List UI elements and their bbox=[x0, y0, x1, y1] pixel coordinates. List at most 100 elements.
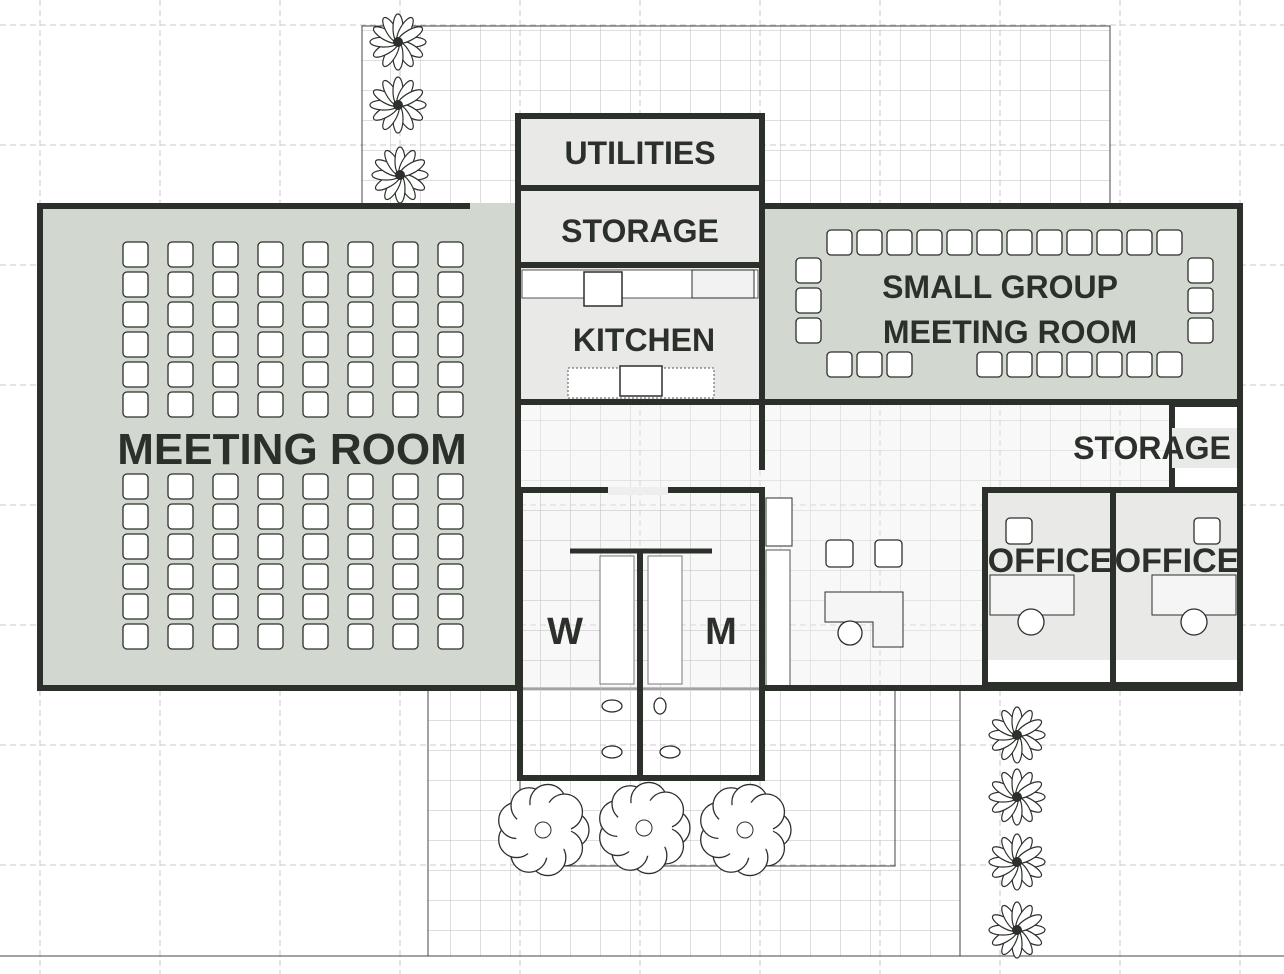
office-right-chair bbox=[1193, 517, 1221, 545]
chair bbox=[795, 287, 822, 314]
chair bbox=[392, 473, 419, 500]
chair bbox=[122, 473, 149, 500]
chair bbox=[302, 623, 329, 650]
chair bbox=[167, 271, 194, 298]
plant-icon bbox=[988, 768, 1046, 826]
chair bbox=[976, 229, 1003, 256]
chair bbox=[122, 563, 149, 590]
chair bbox=[212, 361, 239, 388]
mens-restroom-label: M bbox=[705, 611, 737, 653]
chair bbox=[437, 271, 464, 298]
meeting-room-label: MEETING ROOM bbox=[117, 425, 467, 474]
chair bbox=[1096, 351, 1123, 378]
reception-chair bbox=[837, 620, 863, 646]
chair bbox=[392, 503, 419, 530]
office-right-task-chair bbox=[1180, 608, 1208, 636]
plant-icon bbox=[988, 706, 1046, 764]
chair bbox=[167, 241, 194, 268]
chair bbox=[167, 533, 194, 560]
chair bbox=[122, 391, 149, 418]
chair bbox=[1187, 257, 1214, 284]
chair bbox=[347, 623, 374, 650]
chair bbox=[1066, 351, 1093, 378]
chair bbox=[122, 623, 149, 650]
chair bbox=[347, 563, 374, 590]
toilet-icon bbox=[601, 745, 623, 759]
chair bbox=[347, 241, 374, 268]
restroom-sink-counter bbox=[599, 555, 635, 685]
office-left-chair bbox=[1005, 517, 1033, 545]
chair bbox=[856, 351, 883, 378]
restroom-sink-counter bbox=[647, 555, 683, 685]
tree-icon bbox=[700, 783, 792, 877]
tree-icon bbox=[599, 781, 691, 875]
office-left-desk bbox=[989, 574, 1075, 616]
chair bbox=[437, 623, 464, 650]
lobby-chair bbox=[874, 539, 903, 568]
chair bbox=[886, 351, 913, 378]
chair bbox=[302, 271, 329, 298]
chair bbox=[1187, 287, 1214, 314]
chair bbox=[392, 391, 419, 418]
chair bbox=[392, 271, 419, 298]
chair bbox=[392, 241, 419, 268]
chair bbox=[122, 301, 149, 328]
chair bbox=[347, 331, 374, 358]
chair bbox=[257, 563, 284, 590]
chair bbox=[302, 391, 329, 418]
chair bbox=[257, 593, 284, 620]
small-group-label-line2: MEETING ROOM bbox=[883, 314, 1137, 350]
chair bbox=[257, 331, 284, 358]
lobby-chair bbox=[825, 539, 854, 568]
chair bbox=[212, 241, 239, 268]
chair bbox=[437, 331, 464, 358]
office-left-label: OFFICE bbox=[988, 542, 1113, 580]
chair bbox=[886, 229, 913, 256]
chair bbox=[347, 361, 374, 388]
chair bbox=[212, 623, 239, 650]
chair bbox=[1006, 351, 1033, 378]
chair bbox=[437, 563, 464, 590]
chair bbox=[167, 391, 194, 418]
chair bbox=[347, 473, 374, 500]
chair bbox=[212, 563, 239, 590]
chair bbox=[392, 563, 419, 590]
chair bbox=[122, 503, 149, 530]
storage-room-top bbox=[515, 185, 765, 268]
chair bbox=[302, 533, 329, 560]
chair bbox=[302, 331, 329, 358]
chair bbox=[167, 593, 194, 620]
chair bbox=[302, 503, 329, 530]
chair bbox=[302, 593, 329, 620]
small-group-chairs bbox=[795, 229, 1214, 378]
chair bbox=[122, 241, 149, 268]
chair bbox=[1036, 229, 1063, 256]
chair bbox=[212, 533, 239, 560]
chair bbox=[856, 229, 883, 256]
chair bbox=[347, 271, 374, 298]
chair bbox=[1096, 229, 1123, 256]
plant-icon bbox=[369, 76, 427, 134]
chair bbox=[212, 503, 239, 530]
chair bbox=[257, 241, 284, 268]
chair bbox=[122, 361, 149, 388]
chair bbox=[795, 257, 822, 284]
chair bbox=[167, 563, 194, 590]
storage-top-label: STORAGE bbox=[561, 213, 719, 249]
plant-icon bbox=[371, 146, 429, 204]
chair bbox=[212, 391, 239, 418]
plant-icon bbox=[988, 833, 1046, 891]
chair bbox=[257, 301, 284, 328]
sink-icon bbox=[619, 365, 663, 397]
chair bbox=[212, 593, 239, 620]
chair bbox=[347, 391, 374, 418]
chair bbox=[167, 331, 194, 358]
storage-right-label: STORAGE bbox=[1073, 430, 1231, 466]
chair bbox=[302, 241, 329, 268]
chair bbox=[437, 473, 464, 500]
chair bbox=[946, 229, 973, 256]
chair bbox=[976, 351, 1003, 378]
chair bbox=[347, 301, 374, 328]
chair bbox=[392, 533, 419, 560]
